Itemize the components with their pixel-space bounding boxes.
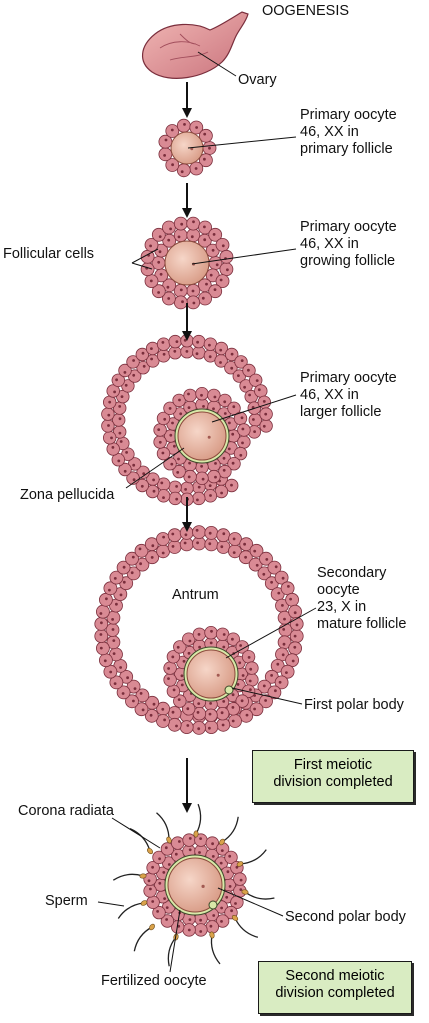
leader-follicular-cells-a xyxy=(131,248,159,264)
label-antrum: Antrum xyxy=(172,587,219,603)
sperm xyxy=(241,889,275,900)
sperm xyxy=(112,873,147,881)
secondary-oocyte xyxy=(183,646,239,702)
sperm xyxy=(156,812,172,844)
label-ovary: Ovary xyxy=(238,72,277,88)
leader-lines xyxy=(97,51,317,973)
first-polar-body xyxy=(224,685,234,695)
leader-primary-follicle xyxy=(187,136,297,149)
sperm xyxy=(236,849,267,867)
first-meiotic-box: First meiotic division completed xyxy=(252,750,414,803)
leader-second-polar-body xyxy=(217,887,284,917)
leader-growing-follicle xyxy=(191,248,297,265)
label-mature-follicle: Secondary oocyte 23, X in mature follicl… xyxy=(317,565,407,632)
leader-ovary xyxy=(197,51,237,77)
sperm xyxy=(193,803,202,838)
label-follicular-cells: Follicular cells xyxy=(3,246,95,262)
growing-follicle-cells xyxy=(140,216,234,310)
fertilized-oocyte xyxy=(164,854,226,916)
leader-corona-radiata xyxy=(111,817,161,849)
larger-oocyte xyxy=(174,408,230,464)
label-second-polar-body: Second polar body xyxy=(285,909,406,925)
leader-larger-follicle xyxy=(211,394,297,423)
corona-radiata-cells xyxy=(143,833,247,937)
sperm xyxy=(117,900,148,919)
leader-follicular-cells-b xyxy=(131,262,153,270)
ovary-illustration xyxy=(142,11,249,79)
label-zona-pellucida: Zona pellucida xyxy=(20,487,115,503)
sperm xyxy=(209,931,221,965)
second-meiotic-box: Second meiotic division completed xyxy=(258,961,412,1014)
leader-mature-follicle xyxy=(225,607,317,659)
label-corona-radiata: Corona radiata xyxy=(18,803,114,819)
label-sperm: Sperm xyxy=(45,893,88,909)
label-first-polar-body: First polar body xyxy=(304,697,404,713)
mature-follicle-cells xyxy=(94,525,304,735)
leader-zona-pellucida xyxy=(125,447,185,489)
leader-sperm xyxy=(97,901,125,907)
diagram-title: OOGENESIS xyxy=(262,3,350,19)
sperm xyxy=(133,923,155,952)
label-fertilized-oocyte: Fertilized oocyte xyxy=(101,973,207,989)
second-polar-body xyxy=(208,900,218,910)
sperm xyxy=(219,816,239,846)
label-larger-follicle: Primary oocyte 46, XX in larger follicle xyxy=(300,370,397,420)
label-primary-follicle: Primary oocyte 46, XX in primary follicl… xyxy=(300,107,397,157)
sperm xyxy=(231,915,259,938)
primary-oocyte xyxy=(170,131,204,165)
label-growing-follicle: Primary oocyte 46, XX in growing follicl… xyxy=(300,219,397,269)
primary-follicle-cells xyxy=(158,118,217,178)
leader-first-polar-body xyxy=(231,687,303,705)
leader-fertilized-oocyte xyxy=(169,909,181,973)
larger-follicle-cells xyxy=(101,334,273,507)
